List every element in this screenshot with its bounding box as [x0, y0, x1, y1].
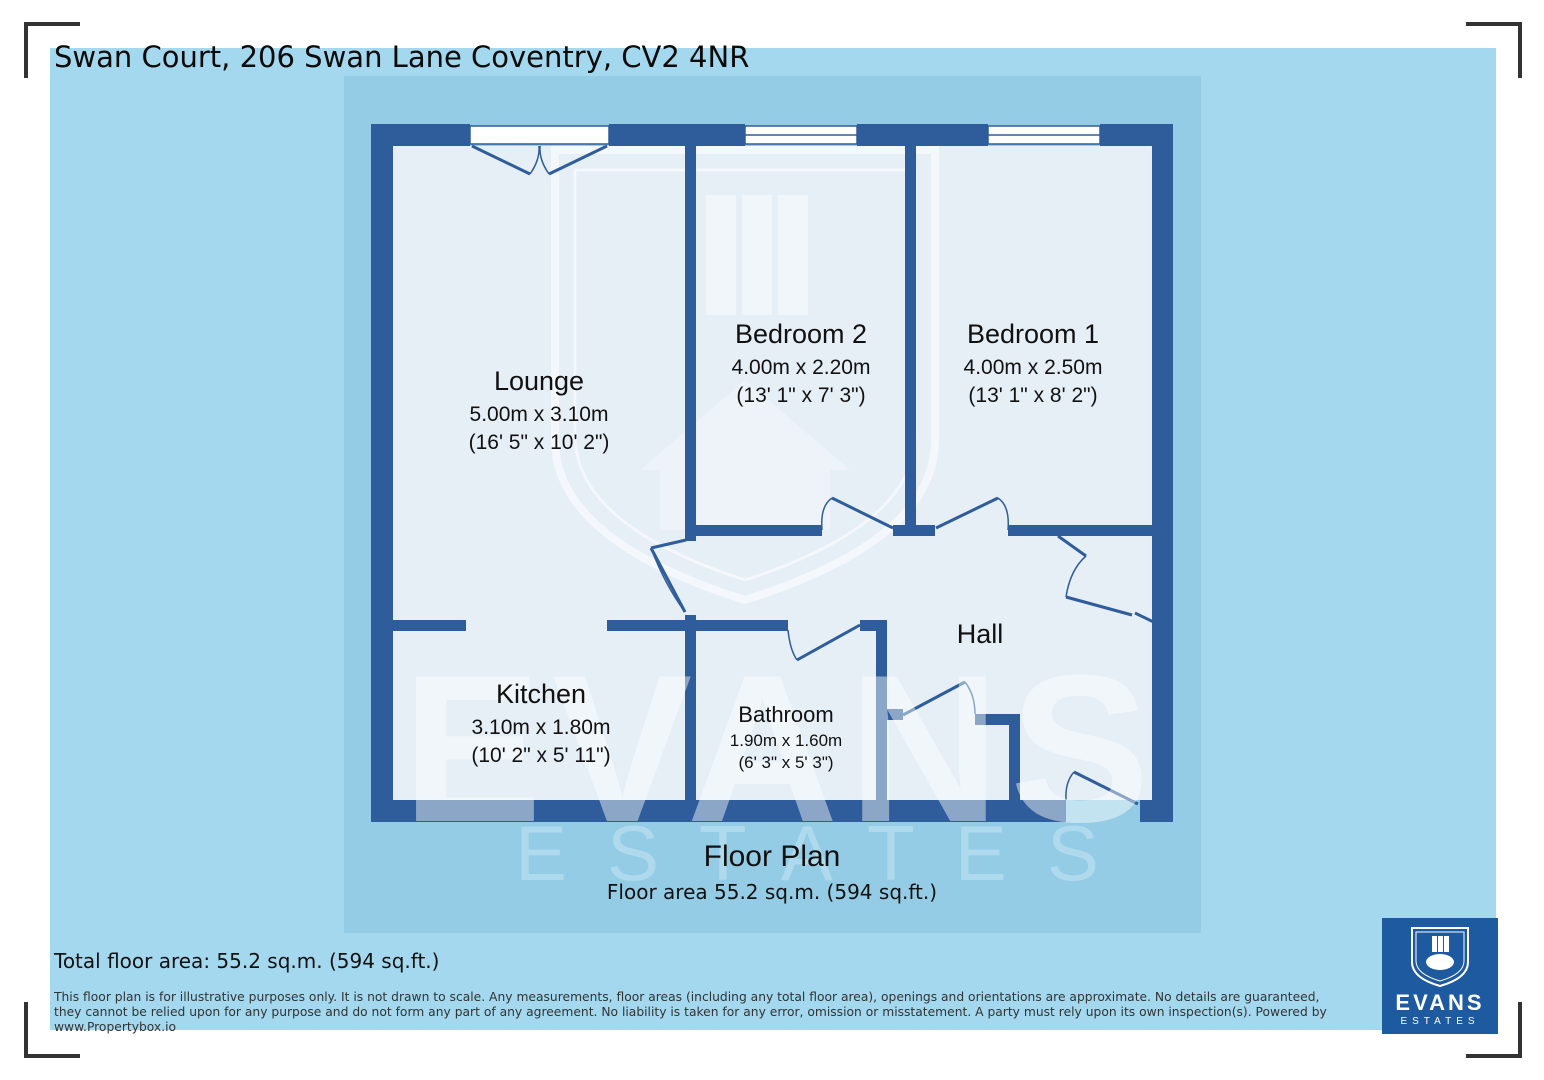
brand-watermark: EVANS: [402, 631, 1160, 866]
logo-brand: EVANS: [1395, 990, 1485, 1015]
room-bedroom2-imperial: (13' 1" x 7' 3"): [736, 384, 866, 407]
walls: [371, 124, 1173, 822]
room-bedroom1-imperial: (13' 1" x 8' 2"): [968, 384, 1098, 407]
room-kitchen-name: Kitchen: [495, 679, 587, 709]
total-floor-area: Total floor area: 55.2 sq.m. (594 sq.ft.…: [54, 949, 440, 973]
patio-doors: [469, 125, 610, 176]
evans-estates-logo: EVANS ESTATES: [1382, 918, 1498, 1034]
room-bedroom2-name: Bedroom 2: [734, 319, 868, 349]
crop-mark-bottom-left: [24, 1002, 80, 1058]
shield-logo-icon: [1411, 927, 1469, 988]
disclaimer-text: This floor plan is for illustrative purp…: [54, 990, 1327, 1034]
plan-floor-area: Floor area 55.2 sq.m. (594 sq.ft.): [606, 880, 938, 904]
room-kitchen-metric: 3.10m x 1.80m: [471, 716, 611, 739]
windows: [744, 125, 1101, 145]
room-lounge-imperial: (16' 5" x 10' 2"): [468, 431, 610, 454]
property-address: Swan Court, 206 Swan Lane Coventry, CV2 …: [54, 40, 750, 74]
plan-title: Floor Plan: [703, 840, 841, 873]
logo-subtitle: ESTATES: [1400, 1016, 1480, 1027]
room-lounge-name: Lounge: [493, 366, 585, 396]
brand-watermark-sub: ESTATES: [515, 809, 1139, 897]
room-lounge-metric: 5.00m x 3.10m: [469, 403, 609, 426]
room-bedroom1-metric: 4.00m x 2.50m: [963, 356, 1103, 379]
room-kitchen-imperial: (10' 2" x 5' 11"): [471, 744, 611, 767]
crop-mark-top-left: [24, 22, 80, 78]
room-bedroom2-metric: 4.00m x 2.20m: [731, 356, 871, 379]
room-bathroom-imperial: (6' 3" x 5' 3"): [738, 753, 834, 772]
crop-mark-bottom-right: [1466, 1002, 1522, 1058]
room-hall-name: Hall: [956, 619, 1004, 649]
room-bedroom1-name: Bedroom 1: [966, 319, 1100, 349]
plan-interior: [392, 146, 1152, 800]
crop-mark-top-right: [1466, 22, 1522, 78]
room-bathroom-name: Bathroom: [738, 702, 834, 727]
door-swings: [649, 496, 1171, 806]
room-bathroom-metric: 1.90m x 1.60m: [729, 731, 843, 750]
